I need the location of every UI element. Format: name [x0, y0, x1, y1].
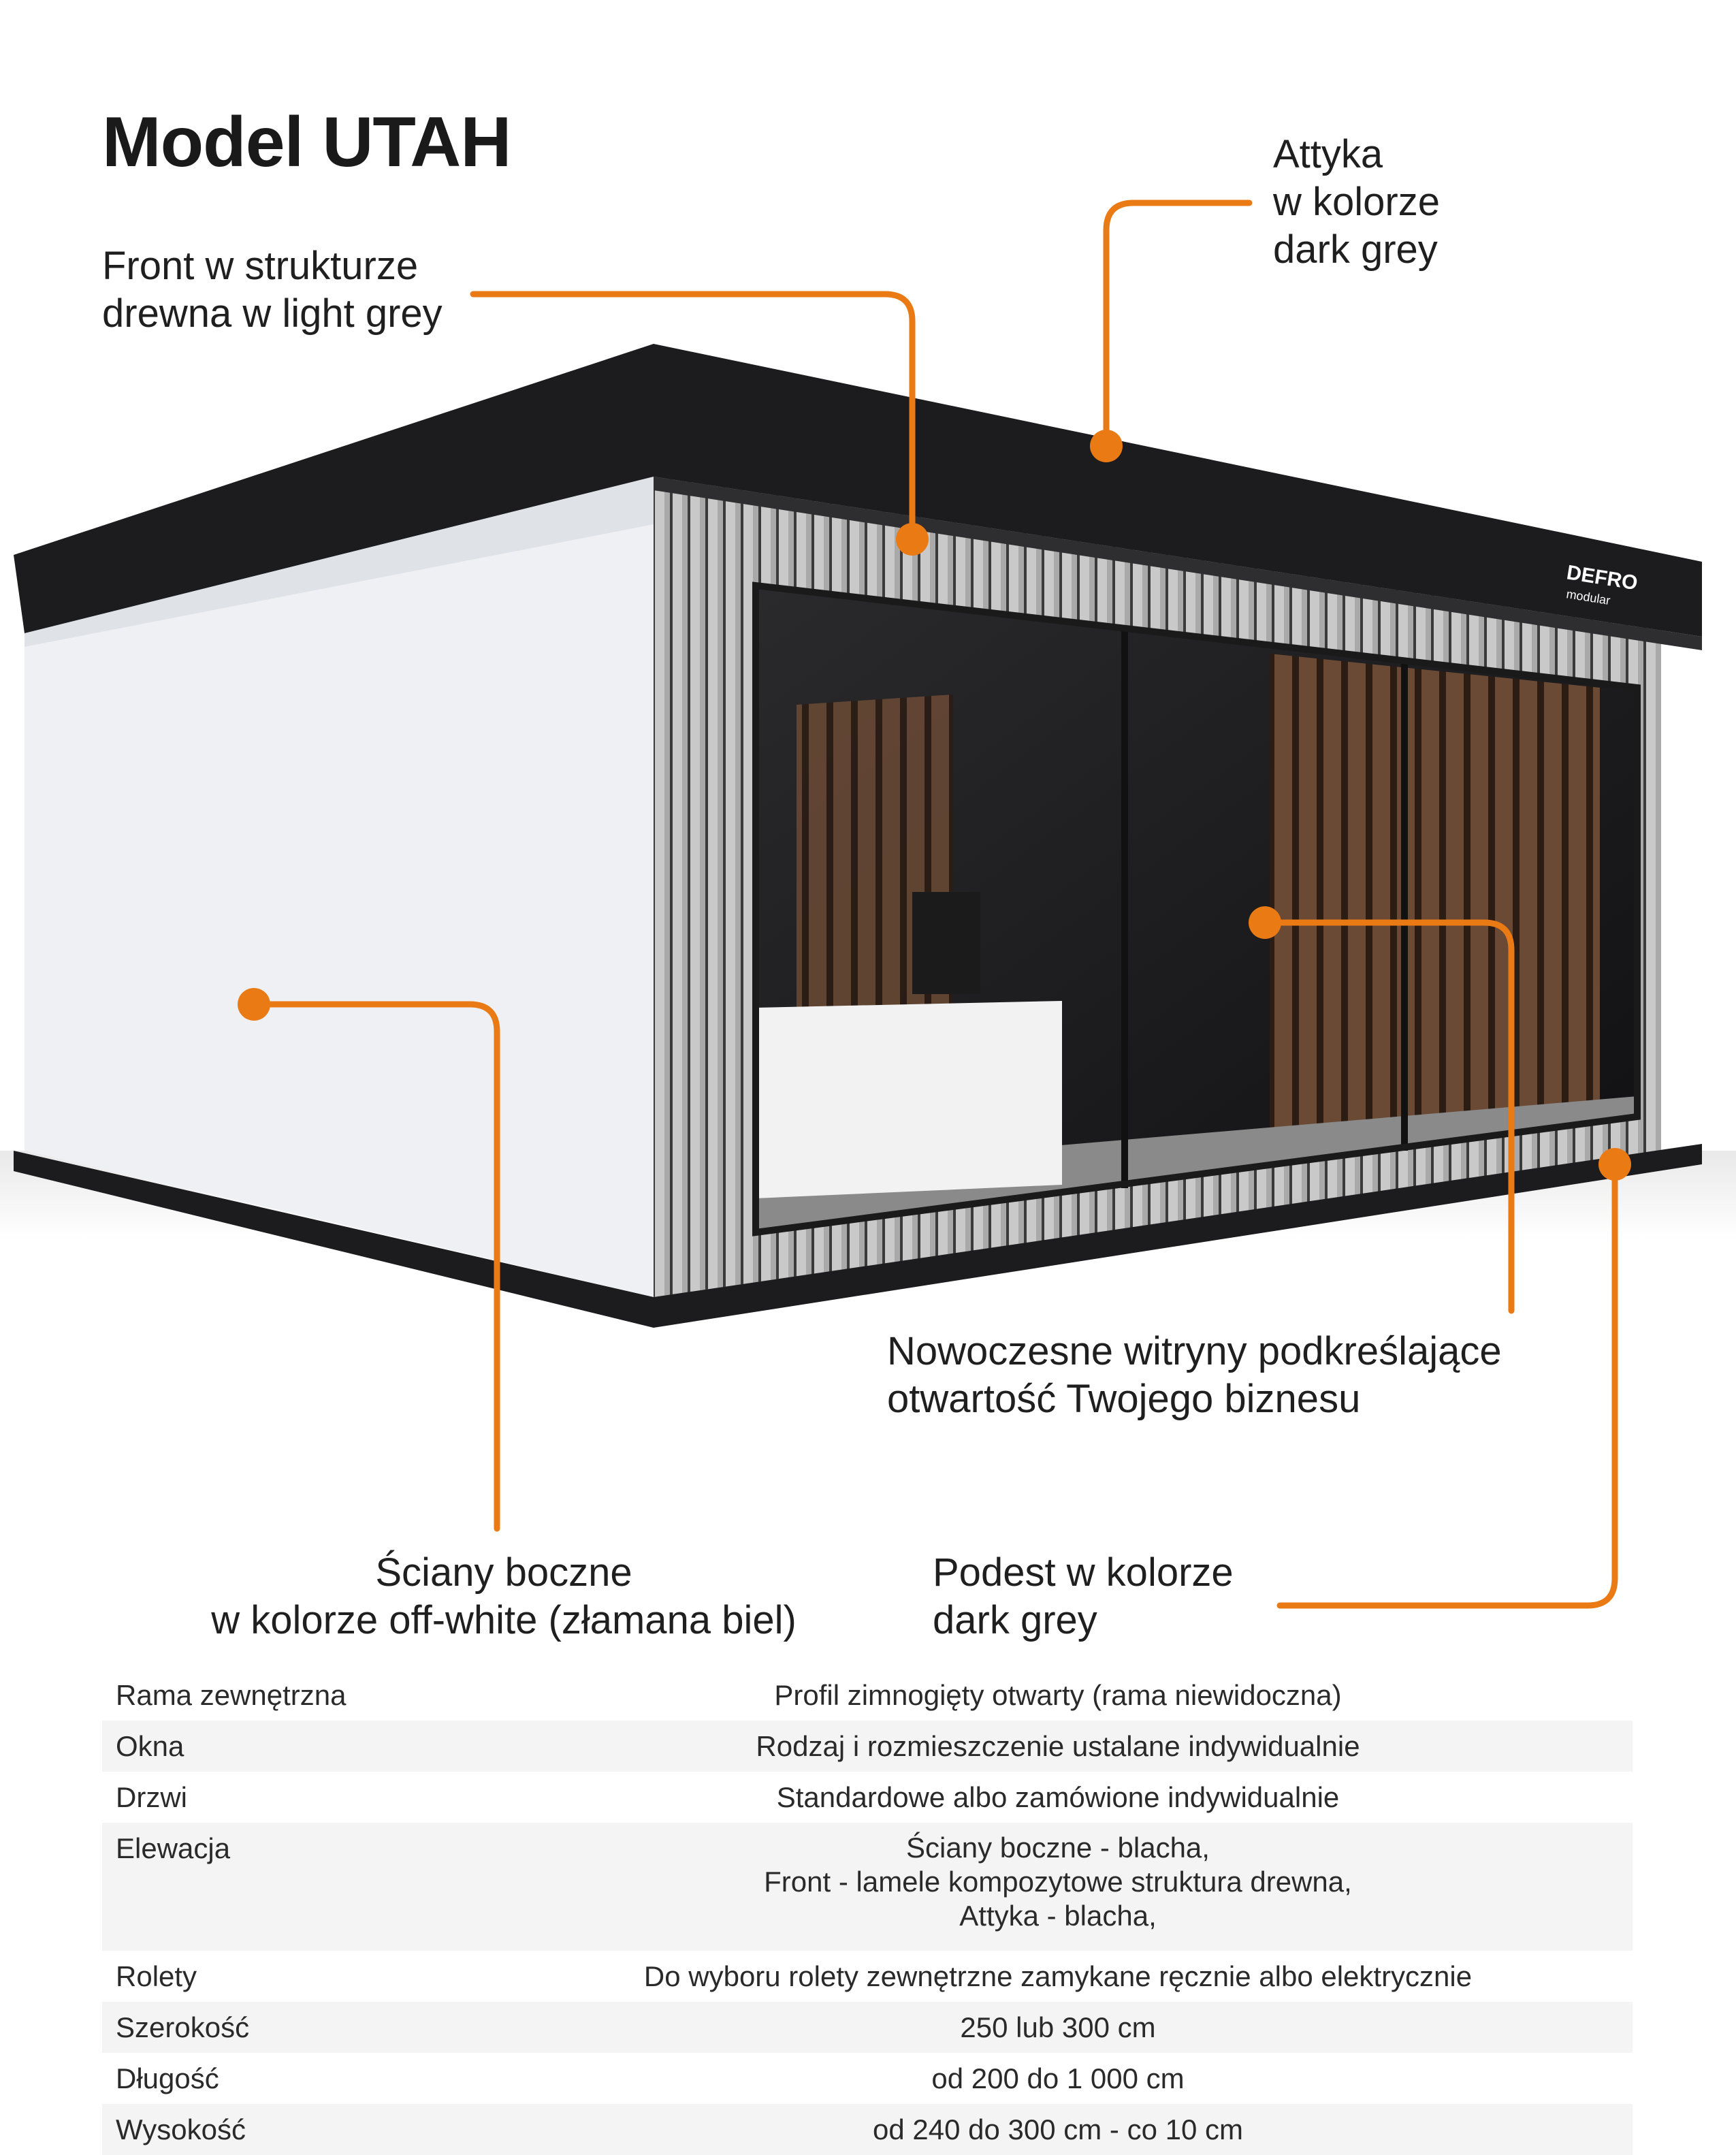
callout-front-line-1: Front w strukturze [102, 244, 419, 288]
interior-wood-wall [1270, 654, 1600, 1158]
roof-edge [654, 477, 1702, 650]
callout-attyka-line-3: dark grey [1273, 227, 1438, 272]
spec-value: od 200 do 1 000 cm [931, 2062, 1185, 2094]
callout-dot-attyka [1090, 430, 1123, 462]
callout-line-front [470, 291, 916, 541]
callout-dot-witryny [1249, 906, 1281, 939]
building-illustration: DEFRO modular [0, 199, 1736, 1609]
spec-row: Szerokość 250 lub 300 cm [102, 2002, 1633, 2053]
spec-label: Wysokość [102, 2104, 483, 2155]
spec-row: Elewacja Ściany boczne - blacha, Front -… [102, 1823, 1633, 1951]
base-plinth [14, 1144, 1702, 1328]
callout-front-line-2: drewna w light grey [102, 291, 443, 336]
spec-row: Rolety Do wyboru rolety zewnętrzne zamyk… [102, 1951, 1633, 2002]
spec-value: Do wyboru rolety zewnętrzne zamykane ręc… [643, 1960, 1473, 1992]
spec-row: Okna Rodzaj i rozmieszczenie ustalane in… [102, 1721, 1633, 1772]
spec-row: Wysokość od 240 do 300 cm - co 10 cm [102, 2104, 1633, 2155]
spec-value-line: Ściany boczne - blacha, [906, 1832, 1210, 1864]
spec-label: Rama zewnętrzna [116, 1679, 347, 1711]
callout-attyka-line-2: w kolorze [1273, 180, 1440, 224]
interior-desk [756, 1001, 1062, 1198]
callout-attyka-line-1: Attyka [1273, 132, 1383, 176]
callout-attyka: Attyka w kolorze dark grey [1273, 131, 1440, 274]
callout-dot-podest [1598, 1148, 1631, 1181]
spec-label: Okna [102, 1721, 483, 1772]
spec-value: Standardowe albo zamówione indywidualnie [776, 1781, 1340, 1813]
callout-line-podest [1276, 1161, 1618, 1609]
callout-dot-front [896, 523, 929, 556]
spec-value-line: Front - lamele kompozytowe struktura dre… [764, 1866, 1352, 1898]
callout-line-sciany [251, 1001, 500, 1532]
spec-table: Rama zewnętrzna Profil zimnogięty otwart… [102, 1670, 1633, 2155]
page-title: Model UTAH [102, 103, 511, 182]
callout-front: Front w strukturze drewna w light grey [102, 242, 443, 338]
callout-podest-line-2: dark grey [933, 1598, 1097, 1642]
interior-monitor [912, 892, 980, 994]
spec-row: Rama zewnętrzna Profil zimnogięty otwart… [102, 1670, 1633, 1721]
interior-floor [756, 1096, 1637, 1232]
callout-podest: Podest w kolorze dark grey [933, 1549, 1234, 1644]
side-wall-shade [25, 477, 654, 647]
callout-sciany-line-2: w kolorze off-white (złamana biel) [211, 1598, 797, 1642]
callout-witryny-line-2: otwartość Twojego biznesu [887, 1377, 1361, 1421]
spec-value: Rodzaj i rozmieszczenie ustalane indywid… [483, 1721, 1633, 1772]
spec-value-line: Attyka - blacha, [959, 1900, 1157, 1932]
spec-label: Długość [116, 2062, 219, 2094]
callout-witryny: Nowoczesne witryny podkreślające otwarto… [887, 1328, 1502, 1423]
callout-line-witryny [1261, 919, 1515, 1314]
callout-line-attyka [1103, 199, 1253, 446]
spec-label: Drzwi [116, 1781, 187, 1813]
spec-label: Elewacja [102, 1823, 483, 1951]
spec-value: 250 lub 300 cm [483, 2002, 1633, 2053]
callout-podest-line-1: Podest w kolorze [933, 1550, 1234, 1595]
window-frame [752, 581, 1641, 1236]
spec-value: Profil zimnogięty otwarty (rama niewidoc… [774, 1679, 1342, 1711]
callout-dot-sciany [238, 988, 270, 1021]
spec-row: Drzwi Standardowe albo zamówione indywid… [102, 1772, 1633, 1823]
callout-sciany-line-1: Ściany boczne [375, 1550, 632, 1595]
spec-value: Ściany boczne - blacha, Front - lamele k… [483, 1823, 1633, 1951]
roof-attic [14, 344, 1702, 637]
spec-value: od 240 do 300 cm - co 10 cm [483, 2104, 1633, 2155]
callout-sciany: Ściany boczne w kolorze off-white (złama… [136, 1549, 871, 1644]
callout-witryny-line-1: Nowoczesne witryny podkreślające [887, 1329, 1502, 1373]
spec-label: Rolety [116, 1960, 197, 1992]
spec-row: Długość od 200 do 1 000 cm [102, 2053, 1633, 2104]
spec-label: Szerokość [102, 2002, 483, 2053]
